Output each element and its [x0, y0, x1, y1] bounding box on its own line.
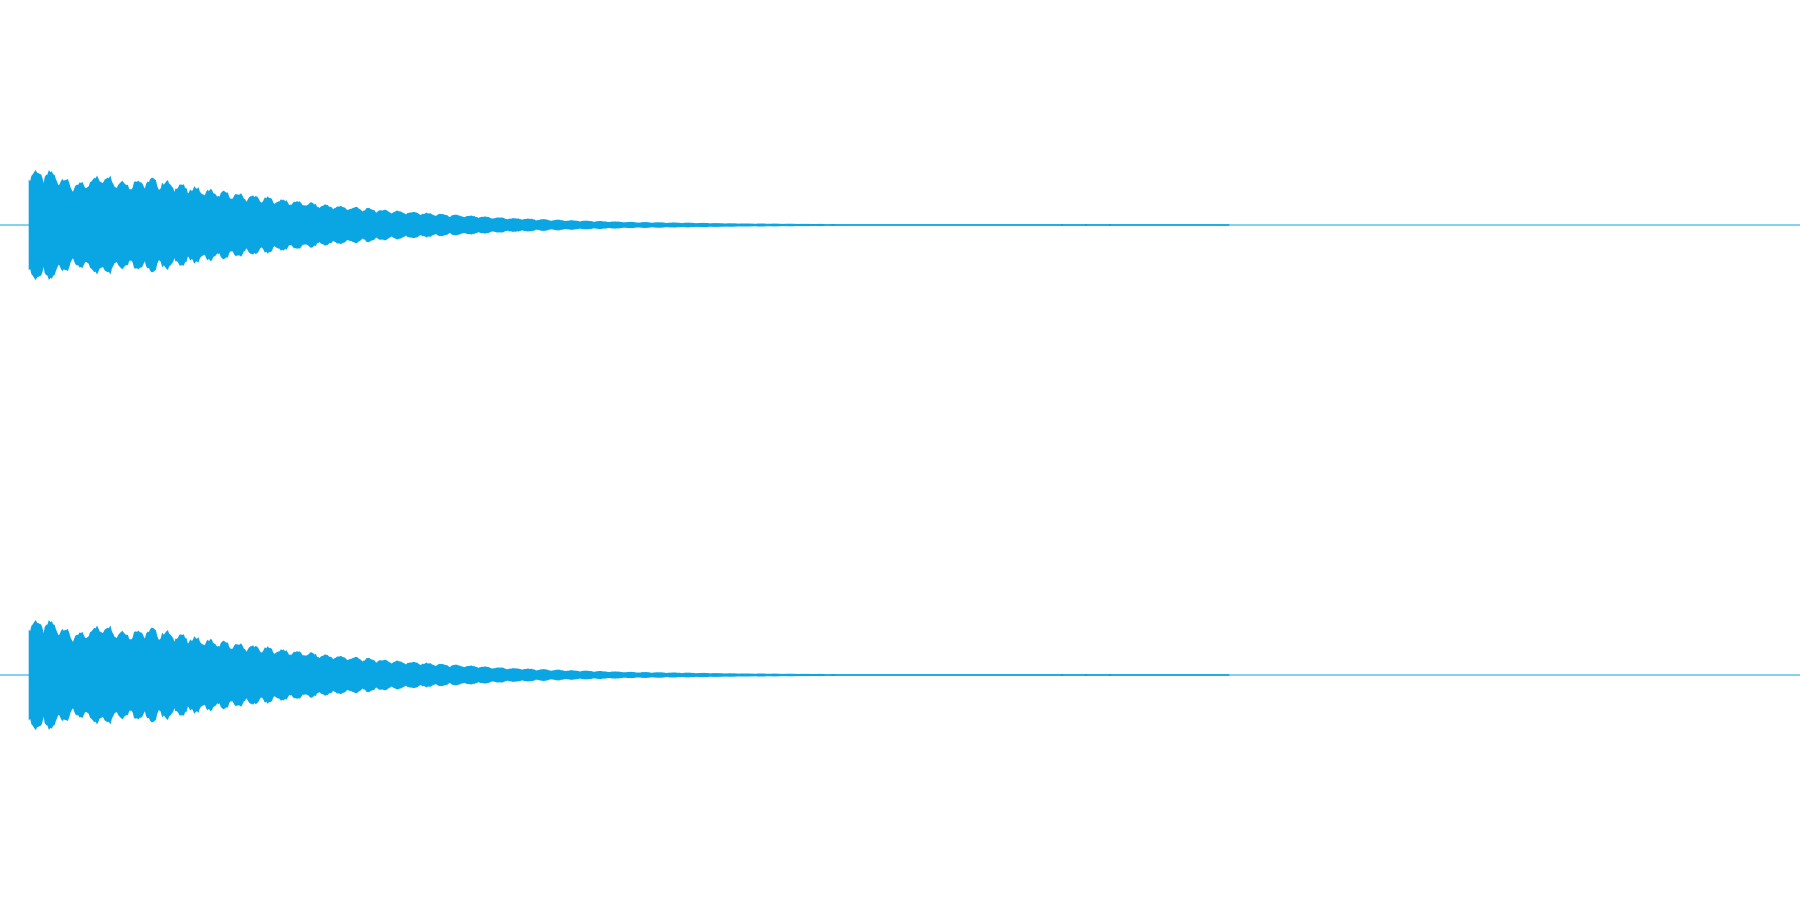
channel-2-tail-sample-2 — [1085, 674, 1087, 676]
channel-1-waveform — [28, 169, 1230, 281]
channel-2-tail-sample-1 — [1061, 674, 1063, 676]
channels-group — [0, 169, 1800, 731]
channel-1-tail-sample-3 — [1109, 224, 1111, 226]
channel-2-tail-sample-3 — [1109, 674, 1111, 676]
channel-1-tail-sample-2 — [1085, 224, 1087, 226]
channel-1-tail-sample-1 — [1061, 224, 1063, 226]
channel-2-waveform — [28, 619, 1230, 731]
